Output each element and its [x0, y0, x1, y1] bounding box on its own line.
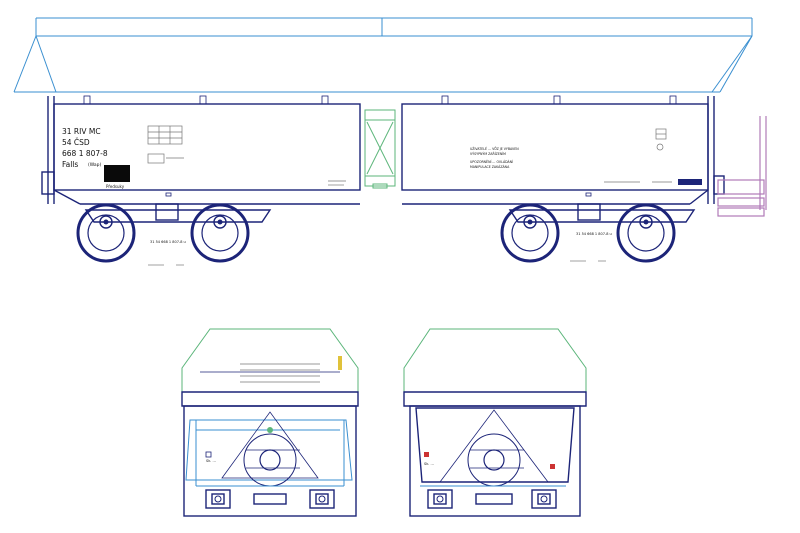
buffer-left-b: [309, 489, 335, 509]
wagon-marking-line4: Falls: [62, 160, 78, 169]
buffer-right-b: [531, 489, 557, 509]
bogie-right: 31 54 668 1 807-8 u: [500, 203, 696, 263]
wagon-marking-line1: 31 RIV MC: [62, 127, 101, 136]
left-body-panel: 31 RIV MC 54 ČSD 668 1 807-8 Falls (Wap)…: [41, 95, 361, 205]
end-view-left: Sk. ...: [181, 328, 359, 517]
number-plate: [678, 179, 702, 185]
wagon-marking-line3: 668 1 807-8: [62, 149, 108, 158]
hopper-outline: [13, 17, 753, 93]
end-ladder: [713, 116, 767, 217]
end-right-marking: Sk. ...: [424, 462, 434, 466]
lamp-right: [550, 464, 555, 469]
wagon-marking-sub: (Wap): [88, 162, 102, 168]
black-placard-label: Předsuky: [106, 184, 125, 189]
side-view: 31 RIV MC 54 ČSD 668 1 807-8 Falls (Wap)…: [13, 17, 767, 266]
notice-line1: UŽIVATELÉ ... VŮZ JE VYBAVEN: [470, 146, 519, 151]
load-table: [147, 125, 184, 164]
end-view-right: Sk. ...: [403, 328, 587, 517]
lamp-left: [424, 452, 429, 457]
black-placard: [104, 165, 130, 182]
wagon-marking-line2: 54 ČSD: [62, 138, 90, 147]
bogie-left-label: 31 54 668 1 807-8 u: [150, 240, 186, 244]
yellow-marker: [338, 356, 342, 370]
buffer-right-a: [427, 489, 453, 509]
notice-line2: VÝSYPNÝM ZAŘÍZENÍM: [470, 151, 506, 156]
rid-plate: [655, 128, 667, 151]
notice-line4: MANIPULACE ZAKÁZÁNA: [470, 164, 510, 169]
end-left-marking: Sk. ...: [206, 459, 216, 463]
notice-line3: UPOZORNĚNÍ ... OVLÁDÁNÍ: [470, 159, 513, 164]
bogie-left: 31 54 668 1 807-8 u: [76, 203, 272, 266]
bogie-right-label: 31 54 668 1 807-8 u: [576, 232, 612, 236]
buffer-left-a: [205, 489, 231, 509]
center-coupler: [364, 109, 396, 189]
right-body-panel: UŽIVATELÉ ... VŮZ JE VYBAVEN VÝSYPNÝM ZA…: [401, 95, 715, 205]
